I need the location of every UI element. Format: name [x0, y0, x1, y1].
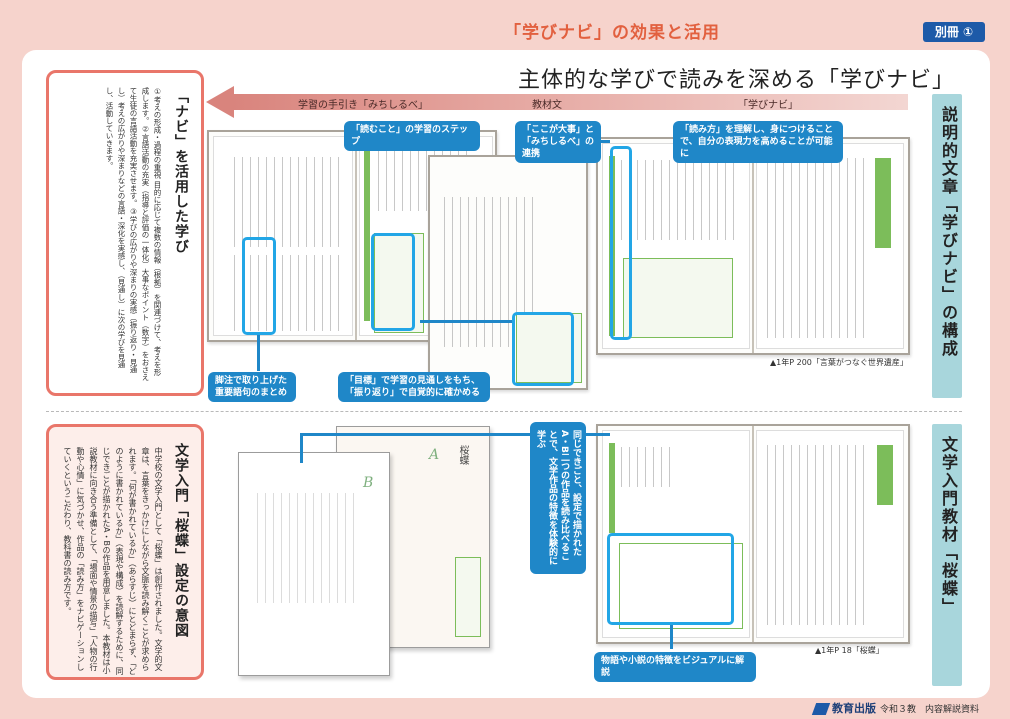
- navi-usage-heading: 「ナビ」を活用した学び: [173, 89, 189, 254]
- flow-label-guide: 学習の手引き「みちしるべ」: [298, 100, 428, 111]
- sheet-b: B: [238, 452, 390, 676]
- publisher-mark-icon: [811, 703, 831, 715]
- sheet-b-letter: B: [363, 475, 374, 491]
- header-title: 「学びナビ」の効果と活用: [504, 23, 720, 43]
- flow-bar: [232, 94, 908, 110]
- goal-highlight: [512, 312, 574, 386]
- section2-label: 文学入門教材「桜蝶」: [932, 424, 962, 686]
- reading-highlight: [610, 146, 632, 340]
- main-title: 主体的な学びで読みを深める「学びナビ」: [518, 68, 956, 93]
- section2-caption: ▲1年P 18「桜蝶」: [815, 646, 884, 655]
- section1-caption: ▲1年P 200「言葉がつなぐ世界遺産」: [770, 358, 908, 367]
- footer-note: 令和３教 内容解説資料: [880, 705, 980, 715]
- sakuracho-intent-heading: 文学入門「桜蝶」設定の意図: [173, 443, 189, 638]
- callout-steps: 「読むこと」の学習のステップ: [344, 121, 480, 151]
- guide-highlight: [371, 233, 415, 331]
- sakuracho-intent-body: 中学校の文学入門として「桜蝶」は創作されました。文学的文章は、言葉をきっかけにし…: [63, 447, 163, 675]
- sheet-a-letter: A: [429, 447, 440, 463]
- callout-notes: 脚注で取り上げた重要語句のまとめ: [208, 372, 296, 402]
- flow-label-navi: 「学びナビ」: [738, 100, 798, 111]
- sheet-a-title: 桜蝶: [457, 445, 468, 465]
- callout-reading: 「読み方」を理解し、身につけることで、自分の表現力を高めることが可能に: [673, 121, 843, 163]
- sakuracho-intent-box: 文学入門「桜蝶」設定の意図 中学校の文学入門として「桜蝶」は創作されました。文学…: [46, 424, 204, 680]
- flow-arrow-icon: [206, 86, 234, 118]
- navi-usage-box: 「ナビ」を活用した学び ①考えの形成・過程の重視 目的に応じて複数の情報（根拠）…: [46, 70, 204, 396]
- section2-label-text: 文学入門教材「桜蝶」: [939, 436, 958, 616]
- volume-badge: 別冊 ①: [923, 22, 985, 42]
- flow-label-text: 教材文: [532, 100, 562, 111]
- callout-goal: 「目標」で学習の見通しをもち、「振り返り」で自覚的に確かめる: [338, 372, 490, 402]
- section1-label-text: 説明的文章「学びナビ」の構成: [939, 106, 958, 358]
- visual-explain-highlight: [607, 533, 734, 625]
- callout-compare: 同じできごと、設定で描かれたA・B二つの作品を読み比べることで、文学作品の特徴を…: [530, 422, 586, 574]
- callout-visual: 物語や小説の特徴をビジュアルに解説: [594, 652, 756, 682]
- textbook-spread-navi: [596, 137, 910, 355]
- section1-label: 説明的文章「学びナビ」の構成: [932, 94, 962, 398]
- section-divider: [46, 411, 962, 412]
- publisher-logo: 教育出版: [811, 700, 876, 716]
- publisher-name: 教育出版: [832, 702, 876, 715]
- notes-highlight: [242, 237, 276, 335]
- callout-link: 「ここが大事」と「みちしるべ」の連携: [515, 121, 601, 163]
- navi-usage-body: ①考えの形成・過程の重視 目的に応じて複数の情報（根拠）を関連づけて、考えを形成…: [105, 87, 162, 381]
